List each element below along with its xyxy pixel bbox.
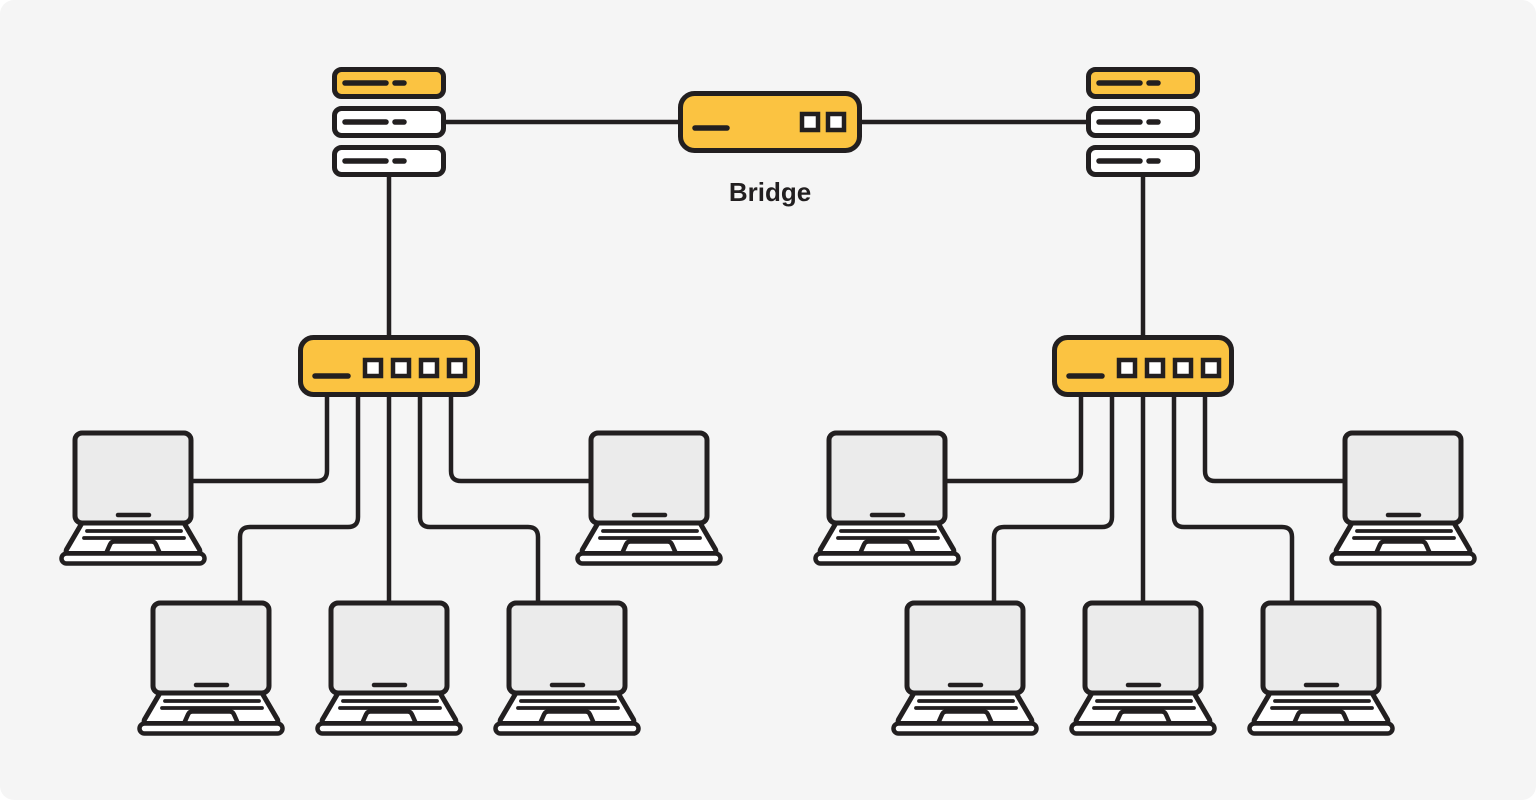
cable-right-switch-to-laptop1: [947, 397, 1084, 484]
cable-left-switch-to-laptop2: [237, 397, 361, 604]
server-unit-icon: [1089, 109, 1198, 136]
bridge-device-icon: [678, 91, 862, 153]
cable-right-switch-to-laptop2: [991, 397, 1115, 604]
laptop-left-5-icon: [578, 433, 721, 564]
server-stack-left: [335, 70, 444, 175]
server-unit-icon: [1089, 148, 1198, 175]
laptop-right-3-icon: [1072, 603, 1215, 734]
cable-left-switch-to-laptop4: [417, 397, 541, 604]
switch-left-icon: [301, 338, 478, 395]
left-segment: [62, 70, 721, 734]
server-unit-icon: [1089, 70, 1198, 97]
server-stack-right: [1089, 70, 1198, 175]
cable-right-switch-to-laptop5: [1202, 397, 1343, 484]
right-segment: [816, 70, 1475, 734]
cable-left-switch-to-laptop5: [448, 397, 589, 484]
server-unit-icon: [335, 148, 444, 175]
laptop-left-2-icon: [140, 603, 283, 734]
laptop-right-4-icon: [1250, 603, 1393, 734]
cable-left-switch-to-laptop1: [193, 397, 330, 484]
cable-right-switch-to-laptop4: [1171, 397, 1295, 604]
laptop-left-3-icon: [318, 603, 461, 734]
server-unit-icon: [335, 109, 444, 136]
laptop-right-5-icon: [1332, 433, 1475, 564]
bridge-group: Bridge: [445, 91, 1087, 207]
laptop-left-4-icon: [496, 603, 639, 734]
bridge-label: Bridge: [729, 177, 811, 207]
server-unit-icon: [335, 70, 444, 97]
laptop-right-1-icon: [816, 433, 959, 564]
laptop-right-2-icon: [894, 603, 1037, 734]
laptop-left-1-icon: [62, 433, 205, 564]
switch-right-icon: [1055, 338, 1232, 395]
